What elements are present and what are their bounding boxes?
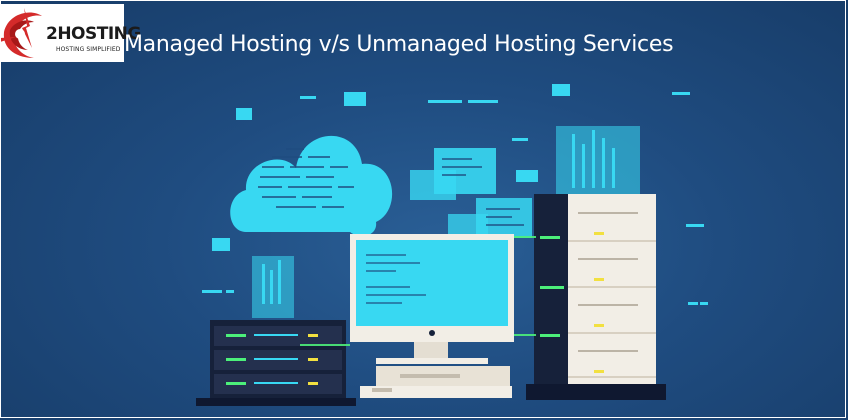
server-tower-right-icon — [526, 194, 666, 400]
logo-tagline: HOSTING SIMPLIFIED — [56, 46, 121, 53]
connection-lines — [300, 236, 536, 346]
server-rack-left-icon — [196, 320, 356, 406]
banner-title: Managed Hosting v/s Unmanaged Hosting Se… — [124, 32, 674, 57]
glow-bars — [252, 126, 640, 318]
globe-swoosh-icon — [0, 4, 124, 62]
monitor-icon — [350, 234, 514, 364]
keyboard-icon — [360, 366, 512, 398]
floating-dashes — [202, 84, 708, 305]
data-panel-icon — [410, 148, 532, 240]
cloud-icon — [230, 135, 393, 237]
brand-logo[interactable]: 2HOSTING HOSTING SIMPLIFIED — [0, 4, 141, 62]
logo-wordmark: 2HOSTING — [46, 24, 141, 44]
